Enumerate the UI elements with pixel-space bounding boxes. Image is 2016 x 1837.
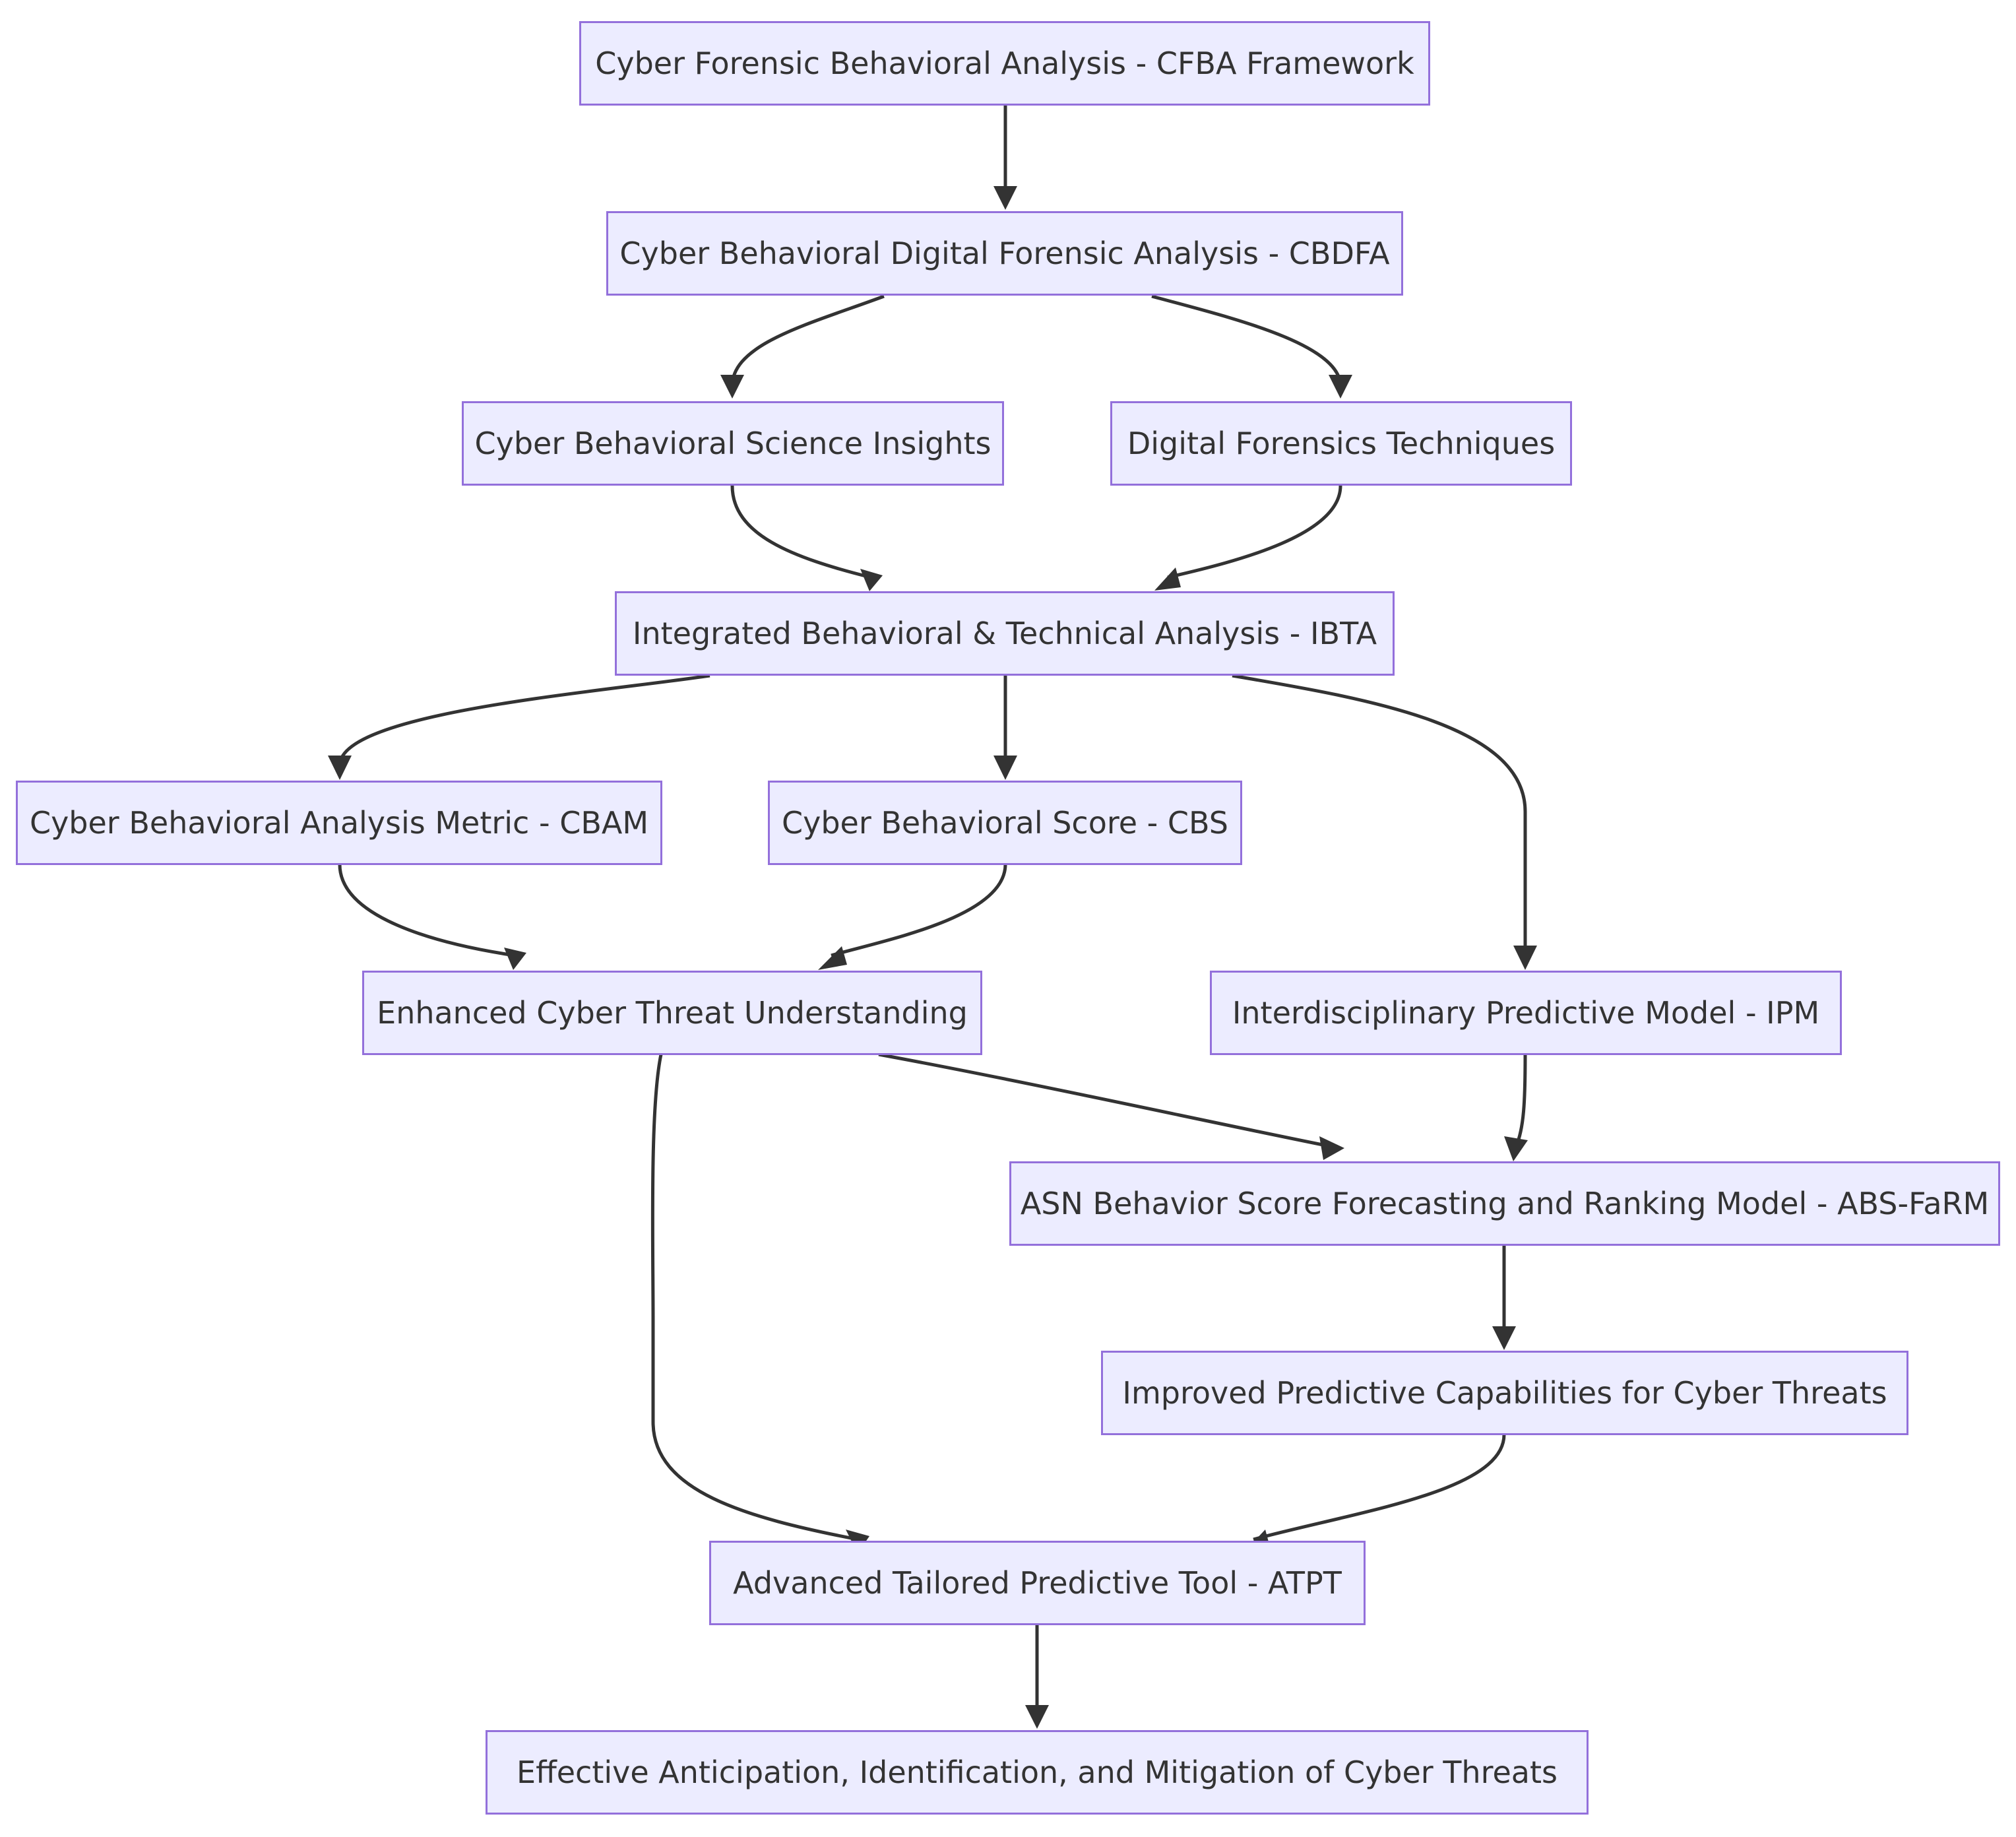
- arrowhead-cbs: [993, 756, 1017, 780]
- arrowhead-absfarm-left: [1319, 1136, 1344, 1160]
- node-ectu-label: Enhanced Cyber Threat Understanding: [377, 995, 968, 1031]
- arrowhead-dft: [1329, 375, 1352, 399]
- node-eaim-label: Effective Anticipation, Identification, …: [517, 1755, 1558, 1790]
- node-absfarm[interactable]: ASN Behavior Score Forecasting and Ranki…: [1009, 1161, 2000, 1246]
- arrowhead-ectu-left: [504, 948, 526, 970]
- edge-cbam-to-ectu: [338, 864, 515, 957]
- node-ipm-label: Interdisciplinary Predictive Model - IPM: [1232, 995, 1820, 1031]
- edge-cbs-to-ectu: [831, 864, 1007, 957]
- node-ipc-label: Improved Predictive Capabilities for Cyb…: [1122, 1375, 1887, 1411]
- node-ibta-label: Integrated Behavioral & Technical Analys…: [632, 616, 1377, 651]
- arrowhead-ibta-right: [1154, 567, 1181, 591]
- arrowhead-ibta-left: [860, 569, 883, 591]
- edge-ectu-to-absfarm: [878, 1052, 1333, 1149]
- arrowhead-cbsi: [720, 375, 744, 399]
- edge-cbsi-to-ibta: [730, 485, 871, 579]
- arrowhead-cbdfa: [993, 186, 1017, 210]
- edge-cbdfa-to-dft: [1151, 294, 1342, 387]
- edge-ectu-to-atpt: [650, 1054, 858, 1541]
- node-cbs-label: Cyber Behavioral Score - CBS: [782, 805, 1228, 841]
- node-atpt[interactable]: Advanced Tailored Predictive Tool - ATPT: [709, 1541, 1366, 1625]
- arrowhead-ipc: [1492, 1326, 1516, 1350]
- node-cbsi-label: Cyber Behavioral Science Insights: [474, 426, 992, 461]
- node-atpt-label: Advanced Tailored Predictive Tool - ATPT: [733, 1565, 1342, 1601]
- node-eaim[interactable]: Effective Anticipation, Identification, …: [486, 1730, 1589, 1815]
- node-cbam-label: Cyber Behavioral Analysis Metric - CBAM: [29, 805, 649, 841]
- node-ipm[interactable]: Interdisciplinary Predictive Model - IPM: [1210, 971, 1842, 1055]
- node-absfarm-label: ASN Behavior Score Forecasting and Ranki…: [1020, 1186, 1990, 1221]
- arrowhead-cbam: [328, 756, 352, 780]
- node-dft-label: Digital Forensics Techniques: [1127, 426, 1556, 461]
- arrowhead-absfarm-right: [1504, 1136, 1528, 1161]
- edge-cbdfa-to-cbsi: [730, 294, 885, 387]
- arrowhead-ipm: [1513, 946, 1537, 970]
- node-cbdfa-label: Cyber Behavioral Digital Forensic Analys…: [619, 236, 1390, 271]
- edge-dft-to-ibta: [1167, 485, 1342, 579]
- arrowhead-ectu-right: [818, 946, 847, 970]
- arrowhead-eaim: [1025, 1705, 1049, 1729]
- node-dft[interactable]: Digital Forensics Techniques: [1110, 401, 1572, 486]
- edge-ibta-to-ipm: [1232, 674, 1527, 955]
- node-cbam[interactable]: Cyber Behavioral Analysis Metric - CBAM: [16, 781, 662, 865]
- node-cbdfa[interactable]: Cyber Behavioral Digital Forensic Analys…: [606, 211, 1403, 296]
- edge-ipc-to-atpt: [1253, 1434, 1506, 1541]
- node-cbsi[interactable]: Cyber Behavioral Science Insights: [462, 401, 1004, 486]
- node-cfba[interactable]: Cyber Forensic Behavioral Analysis - CFB…: [579, 21, 1430, 106]
- node-cfba-label: Cyber Forensic Behavioral Analysis - CFB…: [595, 46, 1414, 81]
- node-ectu[interactable]: Enhanced Cyber Threat Understanding: [362, 971, 982, 1055]
- node-cbs[interactable]: Cyber Behavioral Score - CBS: [768, 781, 1242, 865]
- edge-ibta-to-cbam: [338, 674, 710, 766]
- node-ibta[interactable]: Integrated Behavioral & Technical Analys…: [615, 591, 1395, 676]
- edge-ipm-to-absfarm: [1514, 1054, 1527, 1147]
- node-ipc[interactable]: Improved Predictive Capabilities for Cyb…: [1101, 1351, 1908, 1435]
